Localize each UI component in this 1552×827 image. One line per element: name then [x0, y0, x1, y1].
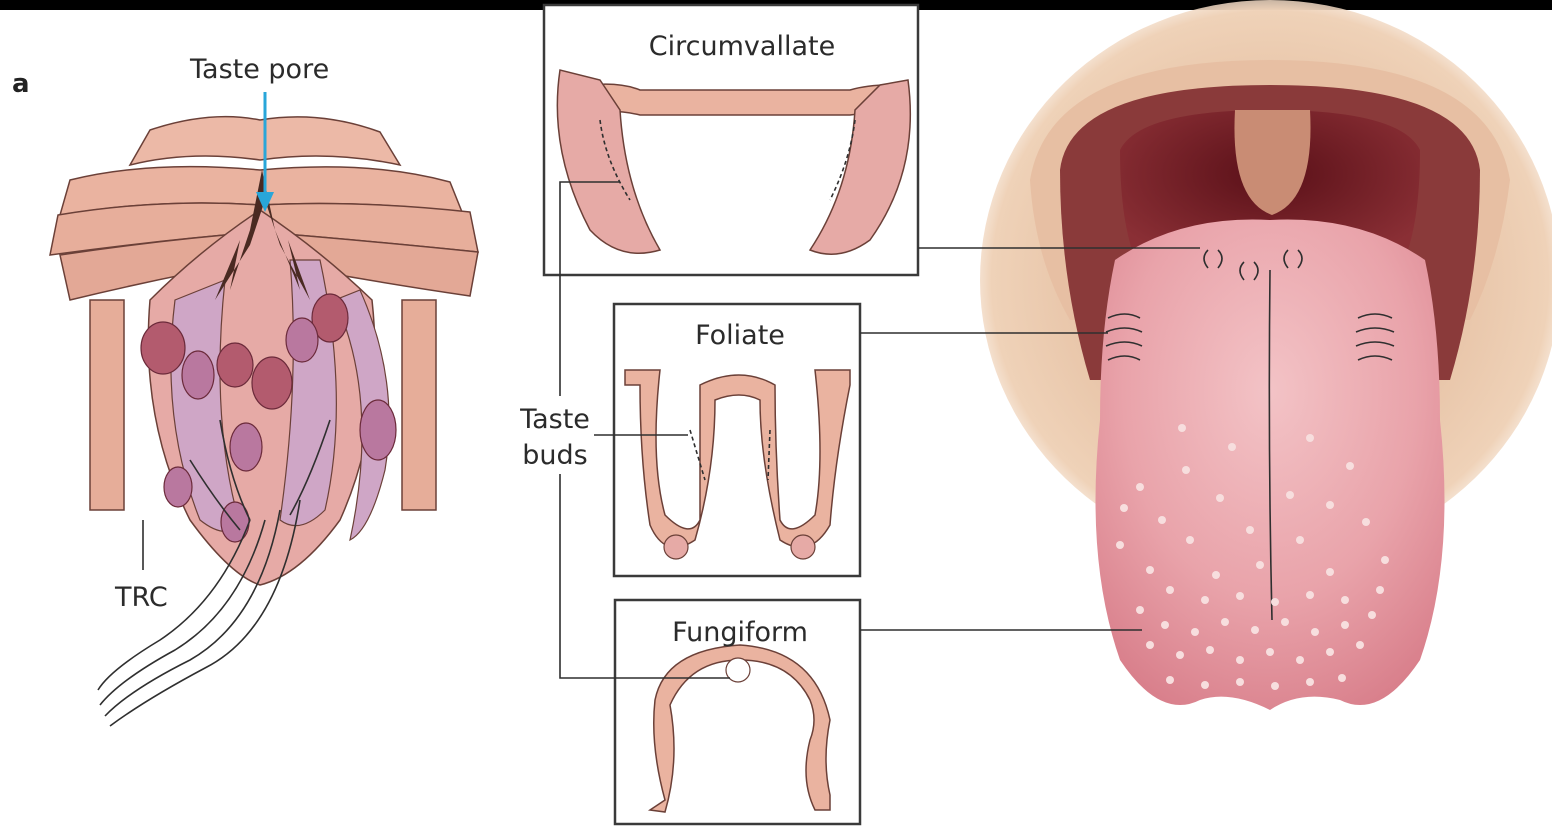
label-trc: TRC [114, 582, 168, 613]
label-taste-buds-line1: Taste [519, 404, 590, 435]
label-foliate: Foliate [695, 320, 785, 351]
label-circumvallate: Circumvallate [649, 31, 835, 62]
label-fungiform: Fungiform [672, 617, 808, 648]
label-taste-buds-line2: buds [522, 440, 587, 471]
tongue-illustration [980, 0, 1552, 710]
panel-letter: a [12, 69, 30, 99]
taste-bud-illustration [50, 92, 478, 726]
label-taste-pore: Taste pore [189, 54, 329, 85]
